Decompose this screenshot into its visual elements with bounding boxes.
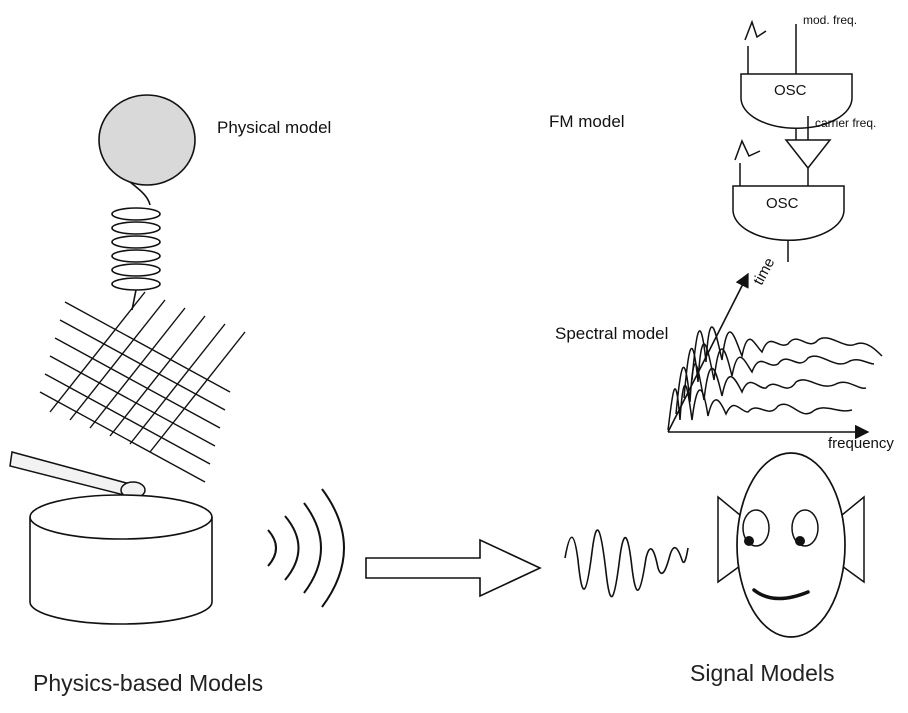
spectral-model-label: Spectral model [555, 324, 669, 343]
osc-top-label: OSC [774, 82, 807, 99]
frequency-axis-label: frequency [828, 435, 894, 452]
head [736, 452, 846, 638]
spectrum-slice-2 [675, 363, 867, 415]
carrier-amplifier [784, 139, 832, 170]
osc-bottom-label: OSC [766, 195, 799, 212]
signal-waveform [564, 529, 689, 598]
carrier-envelope-icon [734, 139, 761, 161]
spectrum-slice-4 [691, 326, 883, 381]
drum-stick [9, 451, 146, 499]
carrier-freq-label: carrier freq. [815, 116, 877, 130]
fm-network [732, 19, 853, 262]
fm-model-label: FM model [549, 112, 625, 131]
spectrum-slice-1 [667, 384, 853, 431]
spectrum-slice-3 [683, 343, 875, 399]
mod-envelope-icon [744, 19, 767, 41]
drum [29, 494, 213, 625]
mass-ball [98, 94, 196, 186]
osc-top-shape [740, 73, 853, 129]
physical-model-label: Physical model [217, 118, 332, 137]
signal-models-caption: Signal Models [690, 660, 835, 686]
sound-waves [267, 488, 345, 608]
spring-coil [111, 181, 161, 311]
listener-face [717, 452, 865, 638]
mod-freq-label: mod. freq. [803, 13, 858, 27]
left-pupil [744, 536, 754, 546]
right-pupil [795, 536, 805, 546]
membrane-mesh [39, 291, 246, 483]
spectral-plot [667, 272, 883, 440]
big-arrow [365, 538, 542, 598]
osc-bottom-shape [732, 185, 845, 241]
physics-based-models-caption: Physics-based Models [33, 670, 264, 696]
smile [752, 588, 810, 601]
